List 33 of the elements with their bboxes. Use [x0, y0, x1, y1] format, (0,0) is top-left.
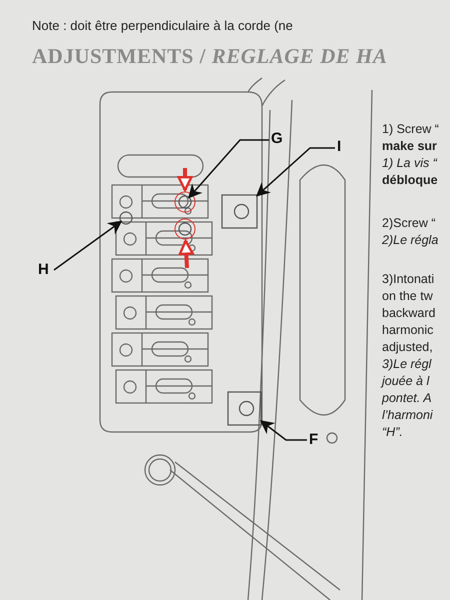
callout-letter: I: [337, 139, 342, 155]
leader-line: [54, 220, 122, 271]
instruction-text: adjusted,: [382, 340, 433, 354]
instruction-text: make sur: [382, 139, 437, 153]
instruction-text: 1) La vis “: [382, 156, 437, 170]
instruction-text: harmonic: [382, 323, 434, 337]
instruction-text: “H”.: [382, 425, 403, 439]
instruction-text: 1) Screw “: [382, 122, 439, 136]
instruction-text: 3)Intonati: [382, 272, 434, 286]
instruction-text: 2)Le régla: [382, 233, 438, 247]
leader-line: [188, 139, 269, 199]
bolt-block: [227, 391, 262, 426]
instruction-text: jouée à l: [382, 374, 430, 388]
screw-hole: [178, 222, 192, 236]
instruction-text: l’harmoni: [382, 408, 433, 422]
pointer-arrow: [177, 168, 193, 192]
instruction-text: 2)Screw “: [382, 216, 436, 230]
leader-line: [256, 147, 335, 197]
instruction-text: pontet. A: [382, 391, 432, 405]
instruction-text: on the tw: [382, 289, 433, 303]
bolt-block: [221, 194, 258, 229]
callout-letter: H: [38, 262, 49, 278]
screw-hole: [119, 211, 133, 225]
section-heading: ADJUSTMENTS / REGLAGE DE HA: [32, 44, 388, 69]
leader-line: [260, 420, 307, 441]
instruction-text: 3)Le régl: [382, 357, 432, 371]
callout-letter: F: [309, 432, 318, 448]
screw-hole: [178, 195, 192, 209]
pointer-arrow: [178, 240, 194, 268]
note-text: Note : doit être perpendiculaire à la corde (ne: [32, 18, 293, 33]
callout-letter: G: [271, 131, 283, 147]
instruction-text: backward: [382, 306, 436, 320]
instruction-text: débloque: [382, 173, 438, 187]
